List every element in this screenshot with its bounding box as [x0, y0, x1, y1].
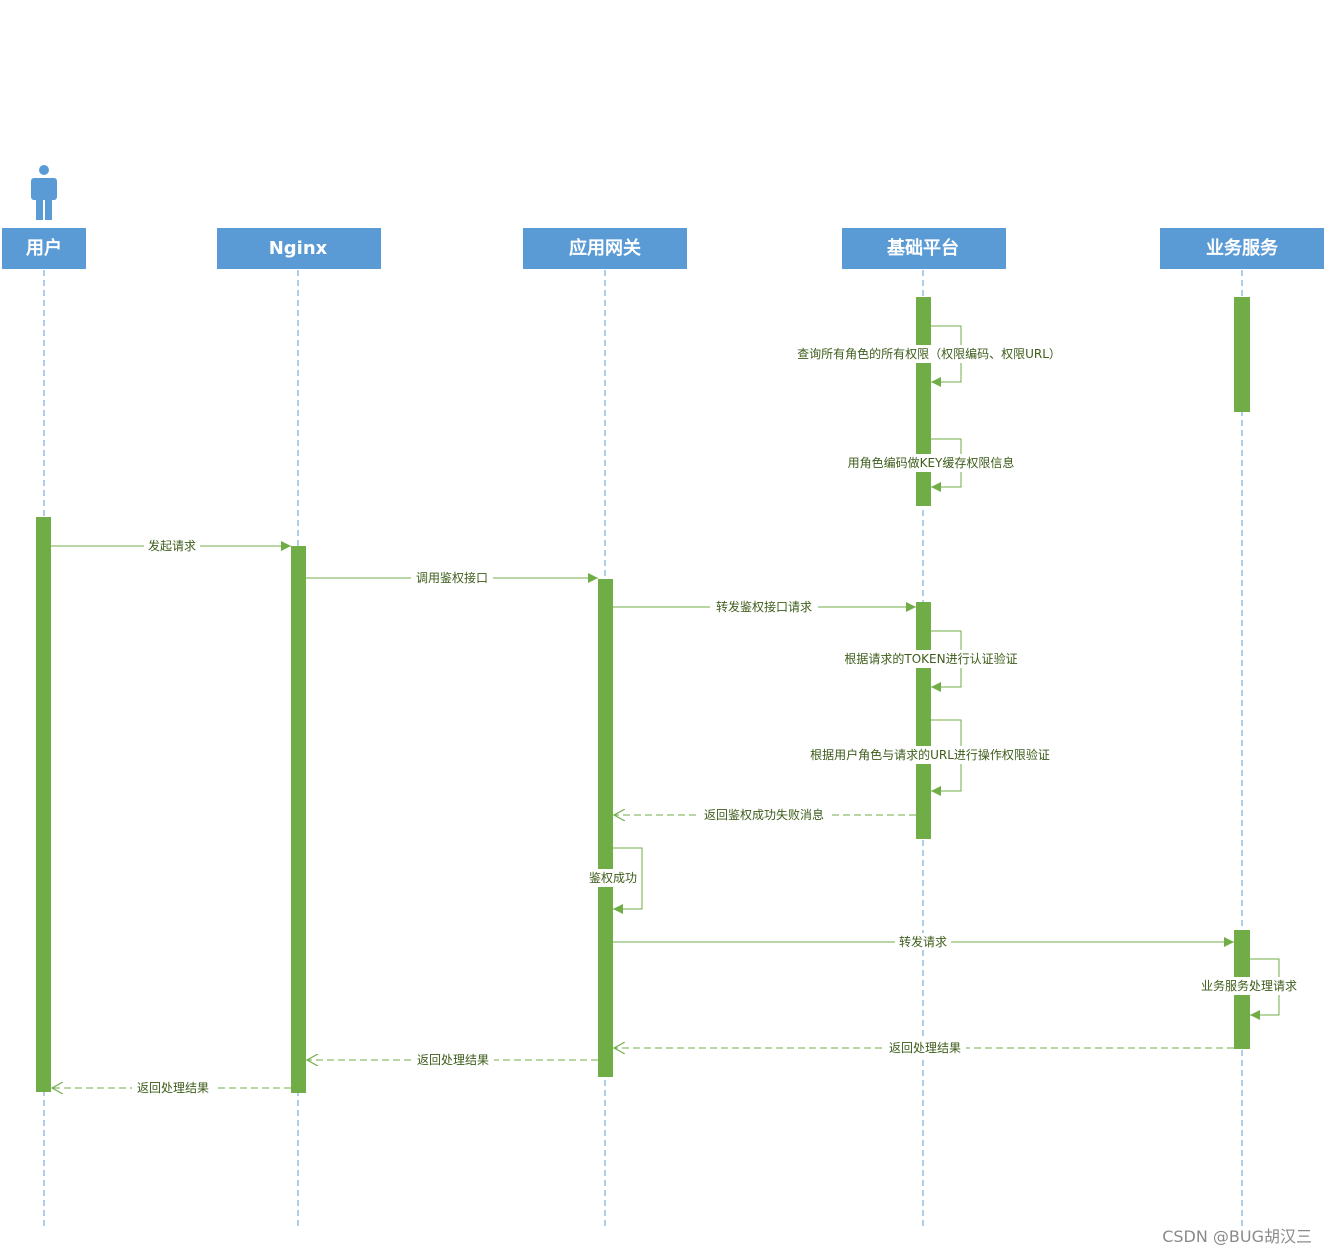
message-forward-request: 转发请求 [613, 933, 1234, 950]
actor-label-nginx: Nginx [269, 238, 328, 259]
message-label: 返回鉴权成功失败消息 [704, 807, 824, 822]
actor-user: 用户 [2, 228, 86, 269]
message-label: 转发鉴权接口请求 [716, 599, 812, 614]
actor-label-gateway: 应用网关 [569, 237, 641, 259]
self-message-cache-permissions: 用角色编码做KEY缓存权限信息 [840, 438, 1022, 492]
message-label: 查询所有角色的所有权限（权限编码、权限URL） [797, 346, 1061, 361]
message-label: 转发请求 [899, 934, 947, 949]
person-icon [31, 165, 57, 220]
message-label: 返回处理结果 [137, 1081, 209, 1095]
message-return-auth-result: 返回鉴权成功失败消息 [614, 806, 916, 823]
self-message-auth-success: 鉴权成功 [585, 847, 643, 914]
activation-platform-2 [916, 602, 931, 839]
message-label: 调用鉴权接口 [416, 570, 488, 585]
activation-platform-1 [916, 297, 931, 506]
message-label: 发起请求 [148, 538, 196, 553]
activation-user [36, 517, 51, 1092]
message-call-auth-api: 调用鉴权接口 [306, 569, 598, 586]
message-return-gateway-result: 返回处理结果 [307, 1051, 598, 1068]
message-initiate-request: 发起请求 [51, 537, 291, 554]
self-message-token-auth: 根据请求的TOKEN进行认证验证 [838, 630, 1024, 692]
activations [36, 297, 1250, 1093]
actor-label-service: 业务服务 [1206, 237, 1279, 259]
activation-nginx [291, 546, 306, 1093]
message-label: 根据请求的TOKEN进行认证验证 [844, 651, 1017, 666]
self-message-url-permission-check: 根据用户角色与请求的URL进行操作权限验证 [799, 719, 1062, 796]
message-forward-auth-request: 转发鉴权接口请求 [613, 598, 916, 615]
message-label: 鉴权成功 [589, 871, 637, 885]
message-label: 返回处理结果 [889, 1041, 961, 1055]
actor-platform: 基础平台 [842, 228, 1006, 269]
actor-gateway: 应用网关 [523, 228, 687, 269]
message-return-service-result: 返回处理结果 [614, 1039, 1234, 1056]
activation-gateway [598, 579, 613, 1077]
activation-service-1 [1234, 297, 1250, 412]
message-label: 业务服务处理请求 [1201, 978, 1297, 993]
lifelines [43, 270, 1243, 1228]
message-return-nginx-result: 返回处理结果 [52, 1079, 291, 1096]
actor-label-user: 用户 [26, 237, 62, 259]
message-label: 返回处理结果 [417, 1053, 489, 1067]
actor-nginx: Nginx [217, 228, 381, 269]
self-message-service-process: 业务服务处理请求 [1195, 958, 1303, 1020]
watermark: CSDN @BUG胡汉三 [1162, 1227, 1312, 1246]
self-message-query-permissions: 查询所有角色的所有权限（权限编码、权限URL） [786, 325, 1072, 387]
message-label: 用角色编码做KEY缓存权限信息 [848, 455, 1015, 470]
actor-service: 业务服务 [1160, 228, 1324, 269]
message-label: 根据用户角色与请求的URL进行操作权限验证 [810, 747, 1050, 762]
actor-label-platform: 基础平台 [886, 237, 959, 259]
